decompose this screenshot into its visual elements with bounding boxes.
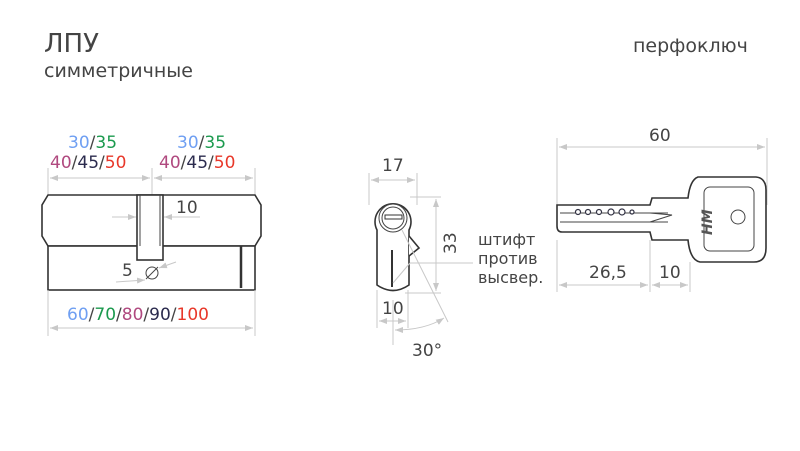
svg-text:HM: HM	[700, 209, 716, 235]
sep: /	[181, 153, 187, 173]
total-lengths: 60/70/80/90/100	[67, 305, 209, 325]
len-30: 30	[68, 133, 90, 153]
len-35: 35	[204, 133, 226, 153]
len-30: 30	[177, 133, 199, 153]
len-35: 35	[95, 133, 117, 153]
shoulder-length-label: 10	[659, 263, 681, 283]
sep: /	[208, 153, 214, 173]
len-45: 45	[186, 153, 208, 173]
angle-label: 30°	[412, 341, 442, 361]
key-length-label: 60	[649, 126, 671, 146]
len-40: 40	[159, 153, 181, 173]
cam-width-label: 10	[176, 198, 198, 218]
sep: /	[99, 153, 105, 173]
half-length-left: 30/35 40/45/50	[50, 133, 126, 173]
profile-width-label: 17	[382, 156, 404, 176]
cylinder-profile-view: 17 33 штифт против высвер. 10 30°	[368, 156, 543, 361]
subtitle: симметричные	[44, 60, 193, 82]
svg-text:30/35: 30/35	[68, 133, 117, 153]
title: ЛПУ	[44, 29, 99, 59]
sep: /	[143, 305, 149, 325]
sep: /	[89, 305, 95, 325]
len-60: 60	[67, 305, 89, 325]
blade-length-label: 26,5	[589, 263, 627, 283]
len-40: 40	[50, 153, 72, 173]
brand-logo: HM	[700, 209, 716, 235]
len-80: 80	[122, 305, 144, 325]
len-45: 45	[77, 153, 99, 173]
sep: /	[72, 153, 78, 173]
key-type-label: перфоключ	[633, 35, 748, 57]
svg-text:40/45/50: 40/45/50	[50, 153, 126, 173]
note-line-3: высвер.	[478, 268, 543, 287]
note-line-2: против	[478, 249, 538, 268]
len-70: 70	[94, 305, 116, 325]
len-90: 90	[149, 305, 171, 325]
sep: /	[90, 133, 96, 153]
len-100: 100	[177, 305, 209, 325]
pin-diameter-label: 5	[122, 261, 133, 281]
svg-text:40/45/50: 40/45/50	[159, 153, 235, 173]
len-50: 50	[214, 153, 236, 173]
note-line-1: штифт	[478, 230, 535, 249]
len-50: 50	[105, 153, 127, 173]
half-length-right: 30/35 40/45/50	[159, 133, 235, 173]
key-drawing: 60 HM 26,5 10	[556, 126, 768, 292]
cylinder-side-view: 10 5	[41, 168, 262, 336]
svg-text:30/35: 30/35	[177, 133, 226, 153]
sep: /	[171, 305, 177, 325]
sep: /	[116, 305, 122, 325]
sep: /	[199, 133, 205, 153]
profile-height-label: 33	[441, 232, 461, 254]
